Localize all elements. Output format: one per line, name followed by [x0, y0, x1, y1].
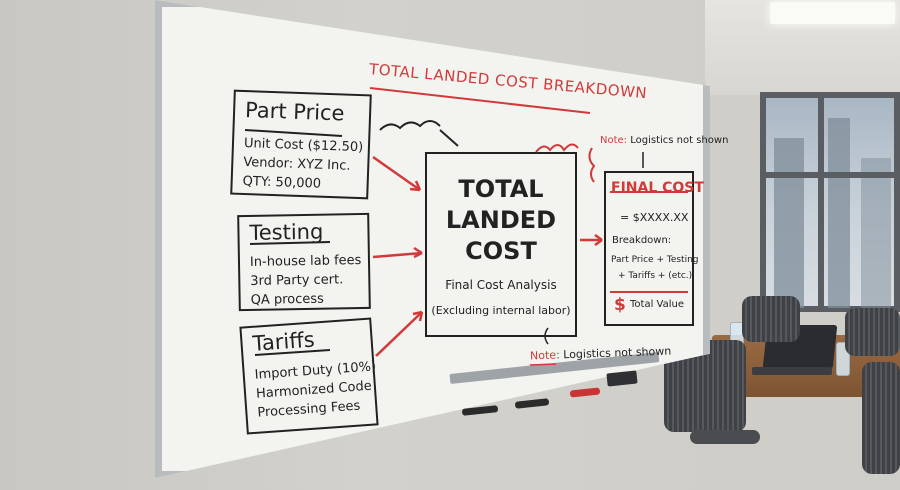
testing-underline: [249, 241, 331, 245]
office-chair: [862, 362, 900, 474]
total-landed-cost-box: TOTAL LANDED COST Final Cost Analysis (E…: [425, 152, 577, 337]
window-mullion: [818, 98, 824, 306]
arrowhead-icon: [412, 310, 424, 322]
tariffs-underline: [254, 349, 331, 356]
squiggle-icon: [379, 120, 441, 131]
arrow-icon: [375, 311, 423, 357]
breakdown-label: Breakdown:: [612, 235, 672, 246]
total-line: COST: [465, 237, 537, 265]
ceiling-light: [770, 2, 895, 24]
arrow-icon: [372, 155, 421, 192]
dollar-icon: $: [614, 295, 626, 315]
arrow-icon: [439, 129, 459, 147]
note-top-text: Logistics not shown: [630, 135, 729, 146]
office-window: [760, 92, 900, 312]
total-value-label: Total Value: [630, 299, 684, 310]
arrowhead-icon: [594, 233, 603, 247]
total-exclusion-note: (Excluding internal labor): [431, 304, 571, 317]
office-chair: [742, 296, 800, 342]
building: [774, 138, 804, 308]
note-underline: [529, 363, 557, 366]
squiggle-icon: [535, 143, 579, 153]
title-underline: [369, 87, 591, 114]
total-line: LANDED: [445, 206, 557, 234]
window-transom: [766, 172, 894, 178]
total-subtitle: Final Cost Analysis: [445, 278, 557, 292]
note-top-label: Note:: [600, 135, 628, 146]
squiggle-icon: [588, 147, 596, 183]
breakdown-line: + Tariffs + (etc.): [618, 271, 693, 281]
building: [828, 118, 850, 308]
part-price-underline: [244, 129, 343, 137]
arrow-icon: [544, 327, 549, 345]
building: [861, 158, 891, 308]
arrowhead-icon: [413, 246, 423, 259]
laptop-base: [752, 367, 832, 375]
arrow-icon: [372, 251, 423, 259]
chair-seat: [690, 430, 760, 444]
breakdown-line: Part Price + Testing: [611, 255, 699, 265]
office-chair: [845, 308, 900, 356]
note-top: Note: Logistics not shown: [600, 135, 728, 146]
total-line: TOTAL: [458, 175, 544, 203]
arrowhead-icon: [409, 180, 422, 192]
final-cost-value: = $XXXX.XX: [620, 211, 689, 224]
